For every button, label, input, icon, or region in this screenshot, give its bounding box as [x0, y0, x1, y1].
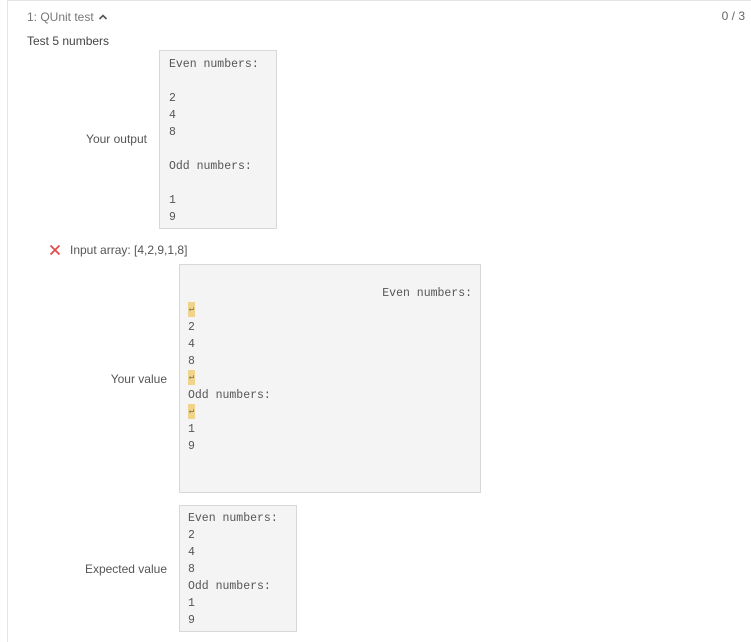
- value-line: 1: [188, 423, 195, 436]
- value-line: 4: [188, 338, 195, 351]
- value-line: ↵: [188, 404, 472, 421]
- expected-line: Even numbers:: [188, 512, 278, 525]
- output-line: [169, 141, 267, 158]
- newline-marker-icon: ↵: [188, 302, 195, 318]
- value-line: 8: [188, 355, 195, 368]
- output-line: 4: [169, 109, 176, 122]
- newline-marker-icon: ↵: [188, 370, 195, 386]
- expected-line: 8: [188, 563, 195, 576]
- score: 0 / 3: [721, 9, 745, 23]
- your-value-box: Even numbers: ↵ 2 4 8 ↵ Odd numbers: ↵ 1…: [179, 264, 481, 493]
- value-line: 9: [188, 440, 195, 453]
- your-output-label: Your output: [86, 132, 147, 146]
- value-line: Odd numbers:: [188, 389, 271, 402]
- output-line: [169, 175, 267, 192]
- expected-value-label: Expected value: [84, 562, 167, 576]
- assertion-message: Input array: [4,2,9,1,8]: [70, 243, 188, 257]
- failed-assertion: Input array: [4,2,9,1,8]: [49, 243, 187, 257]
- expected-line: Odd numbers:: [188, 580, 271, 593]
- value-line: ↵: [188, 302, 472, 319]
- expected-line: 1: [188, 597, 195, 610]
- expected-line: 2: [188, 529, 195, 542]
- output-line: Even numbers:: [169, 58, 259, 71]
- expected-line: 4: [188, 546, 195, 559]
- your-value-label: Your value: [110, 372, 167, 386]
- chevron-up-icon: [98, 14, 107, 20]
- fail-x-icon: [49, 244, 61, 256]
- output-line: 2: [169, 92, 176, 105]
- output-line: 1: [169, 194, 176, 207]
- test-name: Test 5 numbers: [27, 34, 110, 48]
- test-title: 1: QUnit test: [27, 10, 94, 24]
- output-line: [169, 73, 267, 90]
- expected-line: 9: [188, 614, 195, 627]
- output-line: 9: [169, 211, 176, 224]
- output-line: 8: [169, 126, 176, 139]
- test-title-toggle[interactable]: 1: QUnit test: [27, 10, 108, 24]
- value-line: ↵: [188, 370, 472, 387]
- value-line: Even numbers:: [382, 287, 472, 300]
- expected-value-box: Even numbers: 2 4 8 Odd numbers: 1 9: [179, 505, 297, 632]
- test-result-panel: [7, 0, 751, 642]
- value-line: 2: [188, 321, 195, 334]
- newline-marker-icon: ↵: [188, 404, 195, 420]
- your-output-box: Even numbers: 2 4 8 Odd numbers: 1 9: [159, 50, 277, 229]
- output-line: Odd numbers:: [169, 160, 252, 173]
